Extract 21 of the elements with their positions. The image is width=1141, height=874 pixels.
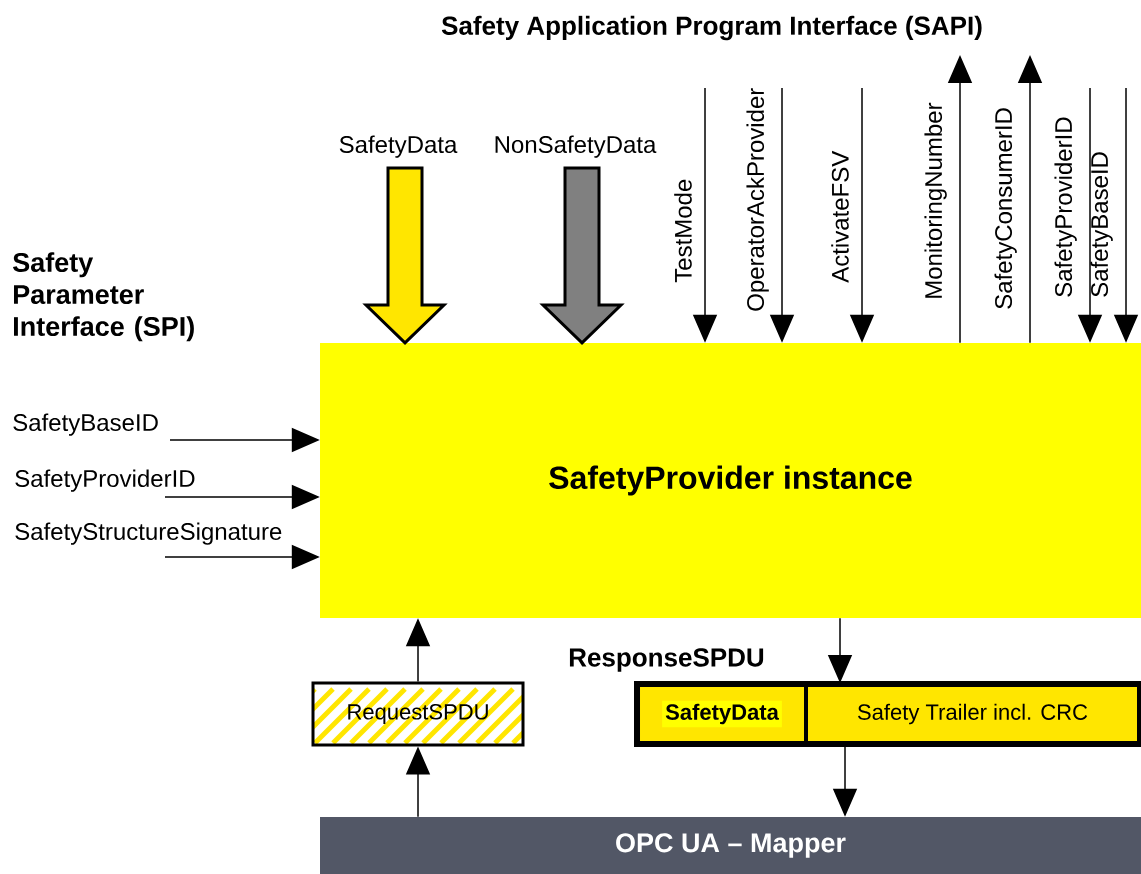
field-cell: Safety Trailer incl. CRC <box>804 683 1141 745</box>
title: Safety Application Program Interface (SAPI) <box>441 15 982 41</box>
edge-label: OperatorAckProvider <box>746 88 769 311</box>
signal-label: NonSafetyData <box>495 135 657 158</box>
edge-label: TestMode <box>674 179 692 283</box>
block-arrow <box>539 166 625 345</box>
interface-label: Safety Parameter Interface (SPI) <box>13 252 194 342</box>
edge-label: MonitoringNumber <box>924 102 947 298</box>
block-arrow <box>362 166 448 345</box>
signal-label: SafetyProviderID <box>15 469 195 492</box>
edge-label: ActivateFSV <box>831 150 849 283</box>
edge-label: SafetyBaseID <box>1090 152 1113 297</box>
mapper-bar: OPC UA – Mapper <box>320 817 1141 874</box>
edge-label: SafetyProviderID <box>1054 117 1077 297</box>
signal-label: SafetyStructureSignature <box>15 522 282 545</box>
signal-label: SafetyBaseID <box>13 413 158 436</box>
signal-label: SafetyData <box>339 135 458 158</box>
field-cell: SafetyData <box>636 683 808 745</box>
message-heading: ResponseSPDU <box>569 648 764 672</box>
component-box: SafetyProvider instance <box>320 343 1141 618</box>
edge-label: SafetyConsumerID <box>994 108 1017 309</box>
